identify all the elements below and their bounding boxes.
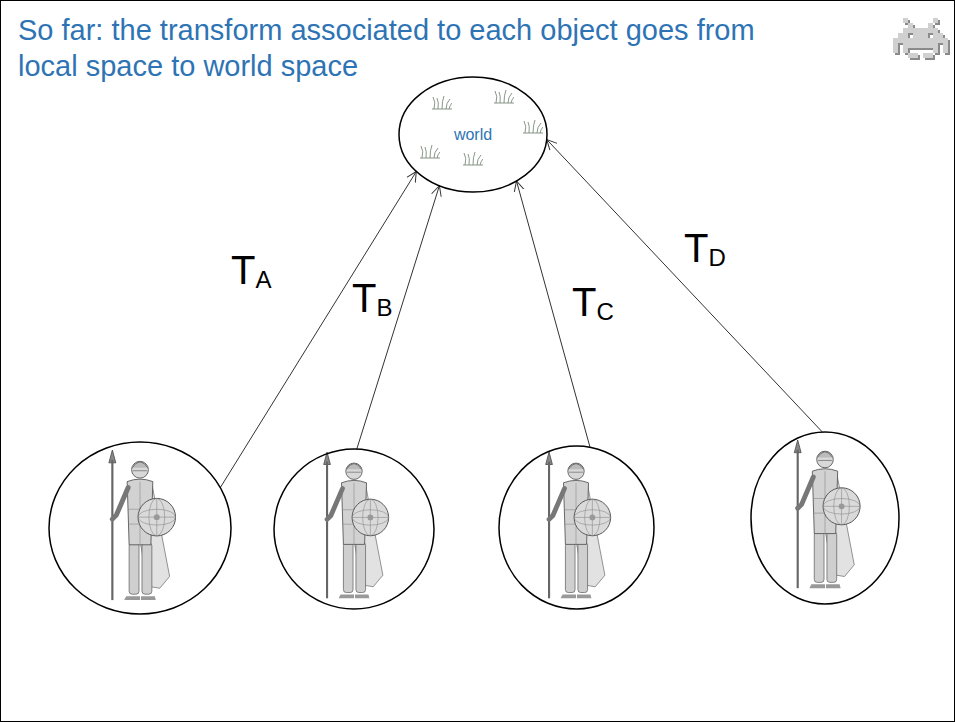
ellipse-outline xyxy=(48,441,232,615)
object-ellipse xyxy=(273,448,435,610)
transform-label: TA xyxy=(231,250,271,292)
ellipse-outline xyxy=(750,431,900,605)
slide-title: So far: the transform associated to each… xyxy=(18,12,808,84)
object-ellipse xyxy=(498,445,655,610)
ellipse-outline xyxy=(273,448,435,610)
object-ellipse xyxy=(750,431,900,605)
ellipse-outline xyxy=(498,445,655,610)
node-label: world xyxy=(454,126,492,144)
transform-label: TB xyxy=(352,278,392,320)
transform-arrow xyxy=(547,140,823,433)
transform-label: TD xyxy=(684,228,726,270)
world-ellipse: world xyxy=(398,76,548,193)
transform-label: TC xyxy=(572,282,614,324)
invader-icon xyxy=(893,18,950,60)
object-ellipse xyxy=(48,441,232,615)
transform-arrow xyxy=(220,172,416,488)
